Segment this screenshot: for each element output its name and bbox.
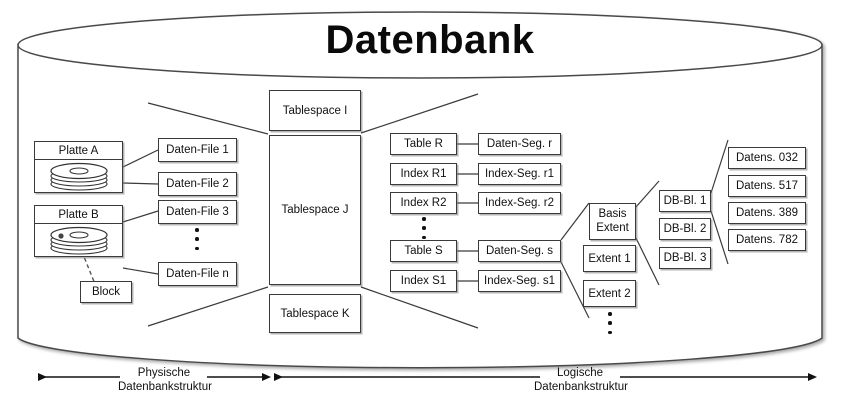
- tablespace-j: Tablespace J: [269, 135, 361, 285]
- object-index-r2: Index R2: [390, 192, 457, 214]
- extent-2: Extent 2: [583, 280, 636, 307]
- segment-index-r1: Index-Seg. r1: [478, 163, 561, 185]
- tablespace-i: Tablespace I: [269, 90, 361, 131]
- record-4: Datens. 782: [728, 229, 806, 251]
- extent-basis: Basis Extent: [589, 203, 636, 240]
- record-2: Datens. 517: [728, 175, 806, 197]
- object-table-s: Table S: [390, 240, 457, 262]
- datafile-3: Daten-File 3: [158, 200, 237, 224]
- logical-structure-label-line2: Datenbankstruktur: [534, 381, 628, 394]
- disk-platte-a: Platte A: [34, 141, 123, 193]
- db-block-2: DB-Bl. 2: [659, 218, 711, 240]
- datafile-n: Daten-File n: [158, 262, 237, 286]
- physical-structure-label-line1: Physische: [137, 367, 191, 379]
- physical-structure-label: Physische Datenbankstruktur: [118, 366, 212, 395]
- disk-platte-a-label: Platte A: [35, 142, 122, 160]
- db-block-1: DB-Bl. 1: [659, 190, 711, 212]
- logical-structure-label: Logische Datenbankstruktur: [534, 366, 628, 395]
- tablespace-k: Tablespace K: [269, 294, 361, 333]
- extent-ellipsis: [608, 312, 612, 334]
- object-index-r1: Index R1: [390, 163, 457, 185]
- record-1: Datens. 032: [728, 147, 806, 169]
- connector-lines: [122, 93, 729, 329]
- logical-structure-label-line1: Logische: [556, 367, 604, 379]
- object-table-r: Table R: [390, 133, 457, 155]
- segment-index-r2: Index-Seg. r2: [478, 192, 561, 214]
- db-block-3: DB-Bl. 3: [659, 247, 711, 269]
- extent-1: Extent 1: [583, 245, 636, 272]
- disk-platte-b: Platte B: [34, 205, 123, 257]
- block-box: Block: [80, 281, 132, 303]
- disk-platte-b-label: Platte B: [35, 206, 122, 224]
- diagram-title: Datenbank: [325, 18, 535, 62]
- object-index-s1: Index S1: [390, 270, 457, 292]
- datafile-ellipsis: [195, 228, 199, 250]
- extent-basis-line1: Basis: [598, 208, 627, 221]
- disk-platter-icon: [49, 162, 108, 191]
- segment-index-s1: Index-Seg. s1: [478, 270, 561, 292]
- extent-basis-line2: Extent: [596, 221, 629, 234]
- datafile-2: Daten-File 2: [158, 172, 237, 196]
- datafile-1: Daten-File 1: [158, 138, 237, 162]
- physical-structure-label-line2: Datenbankstruktur: [118, 381, 212, 394]
- object-ellipsis: [422, 217, 426, 239]
- segment-daten-s: Daten-Seg. s: [478, 240, 561, 262]
- record-3: Datens. 389: [728, 202, 806, 224]
- segment-daten-r: Daten-Seg. r: [478, 133, 561, 155]
- disk-platter-icon: [49, 226, 108, 255]
